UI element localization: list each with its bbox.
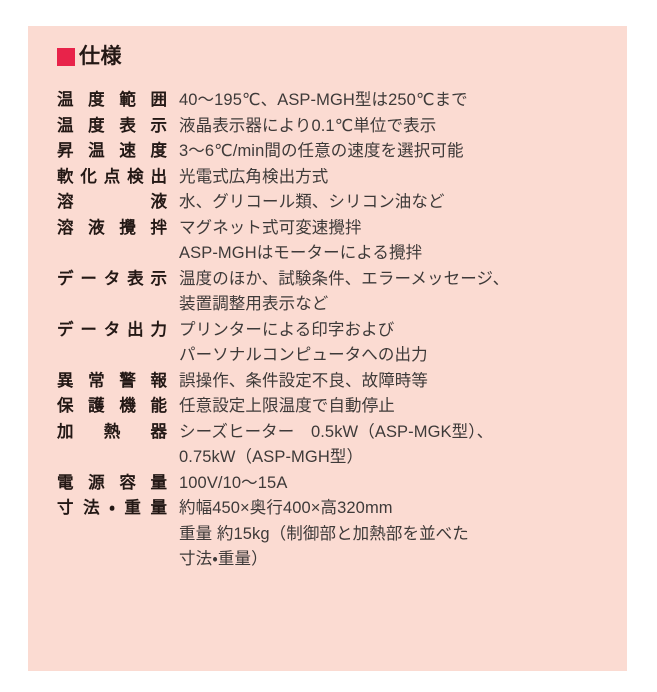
- spec-row-label: 加熱器: [57, 420, 179, 446]
- spec-row-value-line: 3〜6℃/min間の任意の速度を選択可能: [179, 142, 464, 160]
- spec-row-label-text: 溶液: [57, 193, 167, 211]
- spec-row-value: 光電式広角検出方式: [179, 165, 617, 191]
- spec-row: データ表示温度のほか、試験条件、エラーメッセージ、装置調整用表示など: [57, 267, 617, 318]
- spec-row-value: プリンターによる印字およびパーソナルコンピュータへの出力: [179, 318, 617, 369]
- spec-row: 寸法・重量約幅450×奥行400×高320mm 重量 約15kg（制御部と加熱部を…: [57, 496, 617, 573]
- spec-row-value-line: 寸法・重量）: [179, 550, 268, 568]
- spec-row-value-line: ASP-MGHはモーターによる攪拌: [179, 244, 423, 262]
- spec-row-value: 温度のほか、試験条件、エラーメッセージ、装置調整用表示など: [179, 267, 617, 318]
- spec-row: 加熱器シーズヒーター 0.5kW（ASP-MGK型）、 0.75kW（ASP-MG…: [57, 420, 617, 471]
- spec-row-value-line: 40〜195℃、ASP-MGH型は250℃まで: [179, 91, 468, 109]
- spec-row-label-text: 溶液攪拌: [57, 218, 167, 237]
- spec-row-label-text: 寸法・重量: [57, 499, 167, 517]
- spec-row: 温度表示液晶表示器により0.1℃単位で表示: [57, 114, 617, 140]
- spec-row-label: 温度表示: [57, 114, 179, 140]
- spec-row-label: 溶液: [57, 190, 179, 216]
- spec-row-value: 約幅450×奥行400×高320mm 重量 約15kg（制御部と加熱部を並べた寸法…: [179, 496, 617, 573]
- spec-row-label: 電源容量: [57, 471, 179, 497]
- spec-row-label-text: データ表示: [57, 269, 167, 288]
- spec-row-label-text: 昇温速度: [57, 142, 167, 160]
- spec-row-label-text: 温度表示: [57, 116, 167, 135]
- spec-row-value: 40〜195℃、ASP-MGH型は250℃まで: [179, 88, 617, 114]
- spec-row-value-line: シーズヒーター 0.5kW（ASP-MGK型）、: [179, 422, 494, 441]
- spec-row: 昇温速度 3〜6℃/min間の任意の速度を選択可能: [57, 139, 617, 165]
- spec-row-value-line: 液晶表示器により0.1℃単位で表示: [179, 116, 437, 135]
- spec-row-value: 任意設定上限温度で自動停止: [179, 394, 617, 420]
- spec-row-label-text: 保護機能: [57, 397, 167, 415]
- spec-row-label-text: データ出力: [57, 320, 167, 339]
- spec-row-value: 誤操作、条件設定不良、故障時等: [179, 369, 617, 395]
- spec-row: 溶液水、グリコール類、シリコン油など: [57, 190, 617, 216]
- spec-row-label-text: 温度範囲: [57, 91, 167, 109]
- spec-row-value-line: 重量 約15kg（制御部と加熱部を並べた: [179, 524, 469, 543]
- spec-row-value-line: 水、グリコール類、シリコン油など: [179, 193, 445, 211]
- spec-row: 電源容量 100V/10〜15A: [57, 471, 617, 497]
- spec-row-value-line: 100V/10〜15A: [179, 473, 288, 492]
- spec-row-value: 水、グリコール類、シリコン油など: [179, 190, 617, 216]
- spec-row-label: データ出力: [57, 318, 179, 344]
- spec-row-value-line: 約幅450×奥行400×高320mm: [179, 499, 393, 517]
- page-title: 仕様: [57, 46, 122, 67]
- spec-row-value-line: マグネット式可変速攪拌: [179, 218, 362, 237]
- spec-row: 温度範囲 40〜195℃、ASP-MGH型は250℃まで: [57, 88, 617, 114]
- spec-row-value-line: プリンターによる印字および: [179, 320, 395, 339]
- spec-row-value: 100V/10〜15A: [179, 471, 617, 497]
- spec-row-label-text: 電源容量: [57, 473, 167, 492]
- spec-row: 軟化点検出光電式広角検出方式: [57, 165, 617, 191]
- spec-row-value-line: 装置調整用表示など: [179, 295, 329, 313]
- spec-row-label: 軟化点検出: [57, 165, 179, 191]
- spec-row-value: 液晶表示器により0.1℃単位で表示: [179, 114, 617, 140]
- spec-row-value-line: パーソナルコンピュータへの出力: [179, 346, 428, 364]
- spec-row-label: 温度範囲: [57, 88, 179, 114]
- spec-row-label: 異常警報: [57, 369, 179, 395]
- spec-row-value-line: 光電式広角検出方式: [179, 167, 329, 186]
- spec-row: 保護機能任意設定上限温度で自動停止: [57, 394, 617, 420]
- spec-row-label: データ表示: [57, 267, 179, 293]
- spec-row: データ出力プリンターによる印字およびパーソナルコンピュータへの出力: [57, 318, 617, 369]
- spec-row-value-line: 任意設定上限温度で自動停止: [179, 397, 395, 415]
- spec-row: 異常警報誤操作、条件設定不良、故障時等: [57, 369, 617, 395]
- spec-row-value-line: 温度のほか、試験条件、エラーメッセージ、: [179, 269, 510, 288]
- spec-row-label: 溶液攪拌: [57, 216, 179, 242]
- spec-row-value: マグネット式可変速攪拌 ASP-MGHはモーターによる攪拌: [179, 216, 617, 267]
- spec-row-value-line: 誤操作、条件設定不良、故障時等: [179, 371, 428, 390]
- spec-row-label: 保護機能: [57, 394, 179, 420]
- spec-row-value: シーズヒーター 0.5kW（ASP-MGK型）、 0.75kW（ASP-MGH型）: [179, 420, 617, 471]
- page-title-label: 仕様: [79, 45, 122, 68]
- spec-row-label: 昇温速度: [57, 139, 179, 165]
- spec-row-label: 寸法・重量: [57, 496, 179, 522]
- red-square-bullet-icon: [57, 47, 75, 66]
- spec-row-label-text: 加熱器: [57, 422, 167, 441]
- spec-row-value-line: 0.75kW（ASP-MGH型）: [179, 448, 364, 466]
- spec-row-value: 3〜6℃/min間の任意の速度を選択可能: [179, 139, 617, 165]
- spec-row-label-text: 軟化点検出: [57, 167, 167, 186]
- spec-row: 溶液攪拌マグネット式可変速攪拌 ASP-MGHはモーターによる攪拌: [57, 216, 617, 267]
- spec-row-label-text: 異常警報: [57, 371, 167, 390]
